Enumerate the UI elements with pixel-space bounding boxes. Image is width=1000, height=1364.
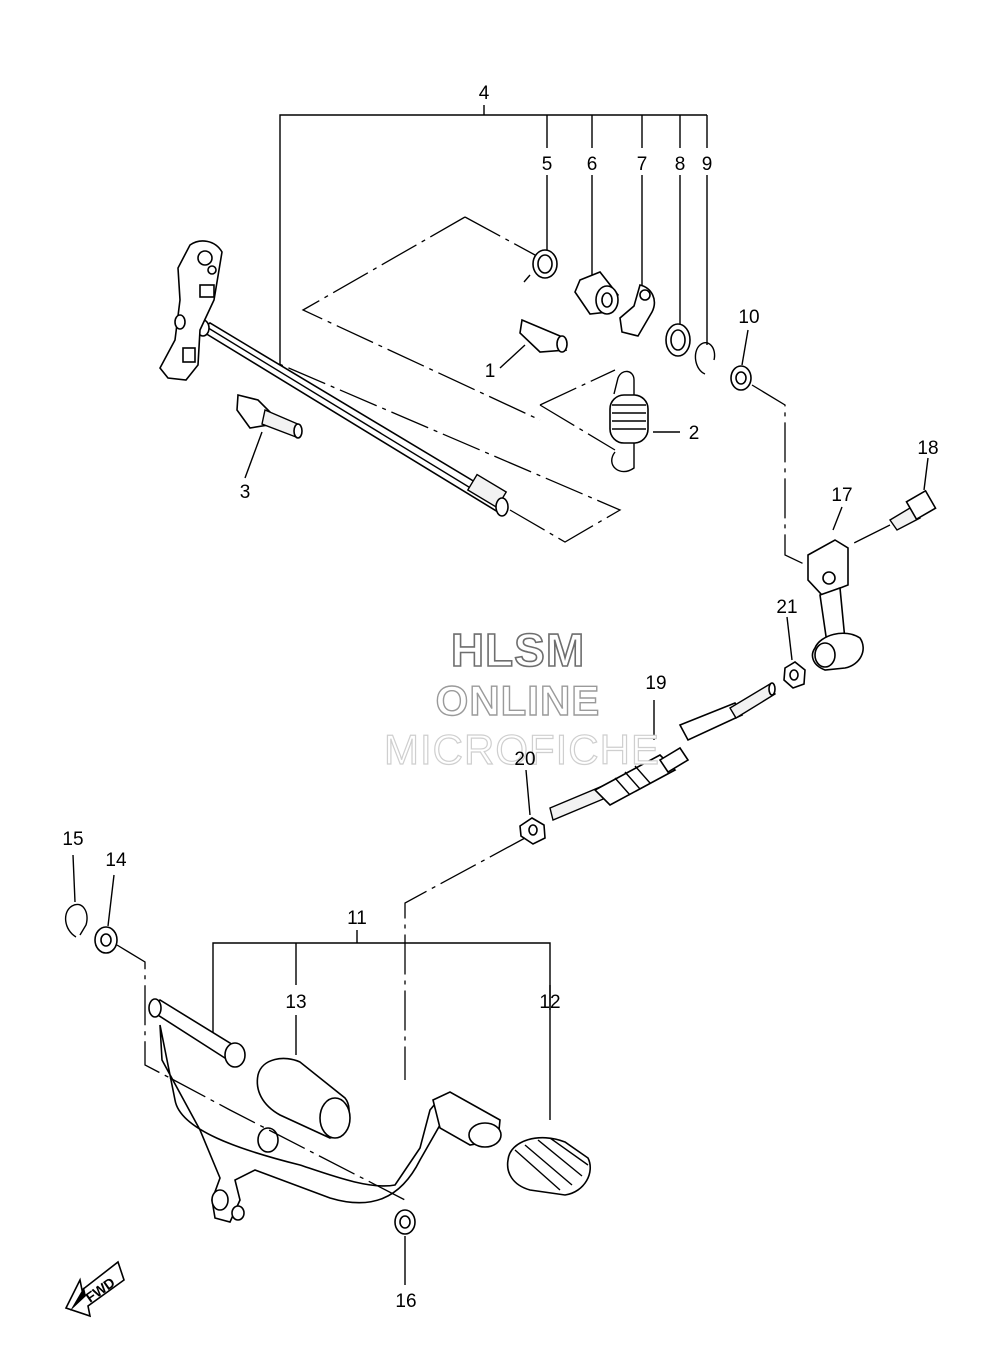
watermark-line-2: ONLINE bbox=[436, 677, 601, 724]
collar-6 bbox=[574, 271, 619, 315]
callout-11: 11 bbox=[347, 908, 367, 929]
circlip-9 bbox=[694, 342, 716, 375]
watermark-line-3: MICROFICHE bbox=[384, 726, 660, 773]
callout-15: 15 bbox=[62, 829, 83, 850]
nut-20 bbox=[519, 817, 546, 845]
pivot-pin bbox=[148, 998, 246, 1068]
callout-12: 12 bbox=[539, 992, 560, 1013]
watermark-line-1: HLSM bbox=[451, 624, 585, 676]
callout-4: 4 bbox=[479, 83, 490, 104]
toe-peg bbox=[432, 1091, 502, 1148]
pin-1 bbox=[519, 318, 568, 353]
callout-16: 16 bbox=[395, 1291, 416, 1312]
fwd-arrow-icon: FWD bbox=[64, 1260, 125, 1318]
shift-pedal-assembly bbox=[65, 854, 591, 1285]
shift-pedal-lever bbox=[159, 1024, 457, 1223]
callout-labels: 4 5 6 7 8 9 10 1 2 3 18 17 21 19 20 15 1… bbox=[62, 83, 938, 1312]
shift-shaft bbox=[196, 319, 509, 517]
washer-8 bbox=[665, 323, 691, 357]
shift-linkage bbox=[404, 457, 937, 1080]
callout-1: 1 bbox=[485, 361, 496, 382]
callout-2: 2 bbox=[689, 423, 700, 444]
callout-7: 7 bbox=[637, 154, 648, 175]
callout-21: 21 bbox=[776, 597, 797, 618]
washer-10 bbox=[730, 365, 752, 391]
shift-shaft-assembly bbox=[159, 105, 807, 566]
bolt-3 bbox=[236, 393, 303, 439]
callout-9: 9 bbox=[702, 154, 713, 175]
bolt-18 bbox=[888, 489, 937, 531]
callout-10: 10 bbox=[738, 307, 759, 328]
callout-6: 6 bbox=[587, 154, 598, 175]
circlip-15 bbox=[65, 903, 88, 938]
callout-17: 17 bbox=[831, 485, 852, 506]
callout-8: 8 bbox=[675, 154, 686, 175]
watermark: HLSM ONLINE MICROFICHE bbox=[383, 623, 660, 773]
shift-rod-19 bbox=[549, 682, 776, 821]
callout-18: 18 bbox=[917, 438, 938, 459]
washer-16 bbox=[394, 1209, 416, 1235]
washer-14 bbox=[94, 926, 118, 954]
callout-13: 13 bbox=[285, 992, 306, 1013]
shift-arm-17 bbox=[807, 539, 864, 671]
nut-21 bbox=[783, 661, 806, 689]
callout-14: 14 bbox=[105, 850, 127, 871]
peg-rubber-12 bbox=[506, 1136, 591, 1196]
return-spring-2 bbox=[609, 370, 649, 473]
spring-clip-5 bbox=[523, 249, 558, 283]
shift-arm-plate bbox=[159, 240, 223, 381]
callout-20: 20 bbox=[514, 749, 535, 770]
callout-3: 3 bbox=[240, 482, 251, 503]
callout-19: 19 bbox=[645, 673, 666, 694]
roller-7 bbox=[619, 284, 656, 337]
callout-5: 5 bbox=[542, 154, 553, 175]
pedal-rubber-13 bbox=[256, 1057, 351, 1139]
